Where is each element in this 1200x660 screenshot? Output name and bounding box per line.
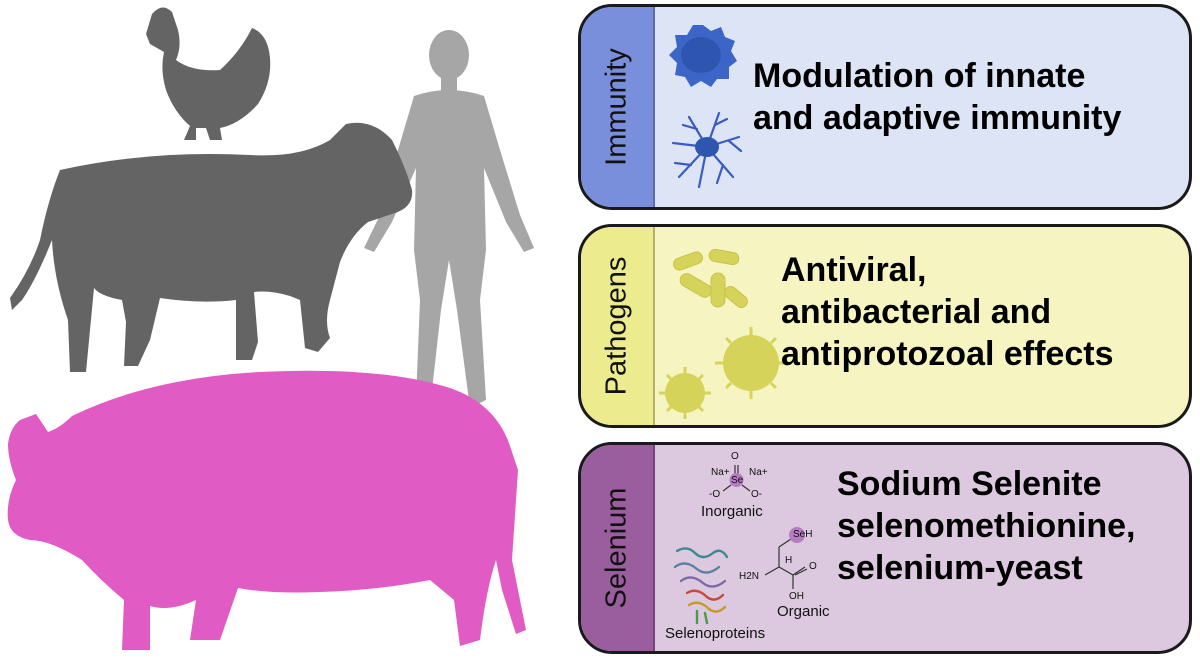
immunity-heading-line: and adaptive immunity	[753, 99, 1122, 137]
chicken-silhouette-icon	[146, 7, 271, 141]
pig-silhouette-icon	[7, 370, 526, 650]
pathogens-label: Pathogens	[600, 256, 633, 396]
pathogens-heading: Antiviral, antibacterial and antiprotozo…	[781, 249, 1113, 375]
pathogens-heading-line: Antiviral,	[781, 251, 927, 289]
immune-cell-icon	[669, 25, 737, 87]
immunity-panel: Immunity Modulation of innate and adapti…	[578, 4, 1192, 210]
dendritic-cell-icon	[671, 111, 743, 189]
amino-group: H2N	[739, 571, 760, 582]
pathogens-panel: Pathogens Antiviral, antibacterial and a…	[578, 224, 1192, 428]
protein-structure-icon	[673, 547, 729, 625]
selenium-label: Selenium	[600, 487, 633, 609]
virus-icon	[659, 327, 787, 419]
immunity-label: Immunity	[600, 48, 633, 166]
selenium-panel: Selenium Na+ O Na+ Se -O O- Inorganic	[578, 442, 1192, 654]
oxygen-top: O	[731, 451, 739, 462]
bacteria-icon	[673, 248, 748, 308]
selenium-heading-line: selenomethionine,	[837, 507, 1136, 545]
selenol-group: SeH	[793, 529, 813, 540]
selenite-bonds	[722, 465, 751, 492]
selenium-heading: Sodium Selenite selenomethionine, seleni…	[837, 463, 1136, 589]
inorganic-label: Inorganic	[701, 503, 763, 520]
sodium-right: Na+	[749, 467, 768, 478]
immunity-heading-line: Modulation of innate	[753, 57, 1086, 95]
oxygen-left: -O	[709, 489, 721, 500]
pathogens-heading-line: antibacterial and	[781, 293, 1052, 331]
organic-label: Organic	[777, 603, 830, 620]
hydrogen: H	[785, 555, 793, 566]
immunity-tab: Immunity	[581, 7, 655, 207]
selenium-tab: Selenium	[581, 445, 655, 651]
human-silhouette-icon	[364, 30, 534, 408]
immunity-heading: Modulation of innate and adaptive immuni…	[753, 55, 1121, 139]
animal-silhouettes	[7, 7, 534, 650]
selenium-heading-line: Sodium Selenite	[837, 465, 1102, 503]
sodium-left: Na+	[711, 467, 730, 478]
selenoproteins-label: Selenoproteins	[665, 625, 766, 642]
selenomethionine-bonds	[764, 527, 808, 589]
selenium-heading-line: selenium-yeast	[837, 549, 1083, 587]
oxygen-right: O-	[751, 489, 763, 500]
pathogens-heading-line: antiprotozoal effects	[781, 335, 1114, 373]
carbonyl-oxygen: O	[809, 561, 817, 572]
cow-silhouette-icon	[10, 122, 413, 372]
hydroxyl-group: OH	[789, 591, 804, 602]
selenium-symbol: Se	[731, 475, 744, 486]
pathogens-tab: Pathogens	[581, 227, 655, 425]
